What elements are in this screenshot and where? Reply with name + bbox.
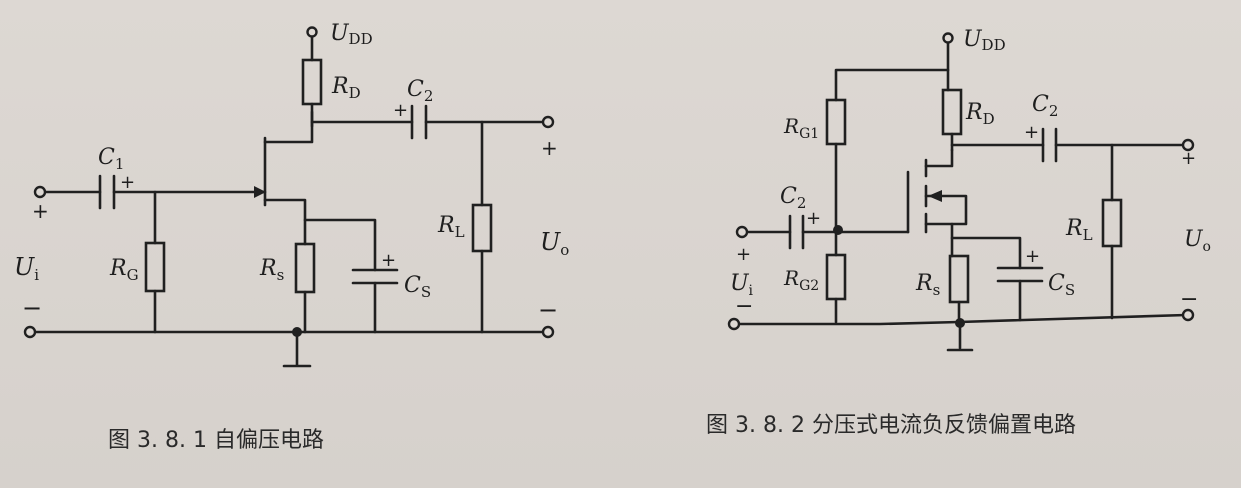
fig2-ground-rail (732, 313, 1188, 326)
fig2-vdd-terminal (942, 32, 954, 44)
fig2-vdd-label: UDD (963, 27, 1006, 54)
fig2-rg1-top-wire (834, 68, 950, 102)
fig1-uo-label: Uo (540, 228, 569, 259)
fig1-rg-resistor (144, 241, 166, 293)
fig2-rl-label: RL (1065, 216, 1093, 244)
fig2-c2-label: C2 (780, 184, 806, 212)
fig2-c2out-plus-sign: + (1024, 122, 1039, 143)
fig1-ui-label: Ui (14, 253, 39, 284)
fig2-rd-resistor (941, 88, 963, 136)
fig1-caption: 图 3. 8. 1 自偏压电路 (108, 428, 324, 453)
fig2-rd-label: RD (965, 100, 995, 128)
fig2-body-lead (924, 194, 968, 226)
fig1-vdd-terminal (306, 26, 318, 38)
fig2-cs-label: CS (1048, 271, 1075, 299)
fig1-output-plus-sign: + (541, 136, 558, 160)
fig1-rl-label: RL (437, 213, 465, 241)
fig1-cs-label: CS (404, 273, 431, 301)
fig1-vdd-label: UDD (330, 21, 373, 48)
fig1-gate-arrow (254, 186, 266, 198)
fig2-input-plus-sign: + (736, 244, 751, 265)
fig2-input-minus-sign: − (735, 294, 753, 319)
fig1-output-minus-terminal (541, 325, 555, 339)
fig1-output-plus-terminal (541, 115, 555, 129)
fig2-divider-bias-circuit: UDD RG1 RG2 RD C2 C2 Rs CS RL Ui Uo + − … (706, 27, 1211, 438)
fig2-rl-resistor (1101, 198, 1123, 248)
fig2-gate-node (833, 225, 843, 235)
fig1-input-minus-sign: − (22, 294, 42, 322)
fig2-cs-plus-sign: + (1025, 246, 1040, 267)
fig1-ground-node (292, 327, 302, 337)
fig2-output-plus-terminal (1181, 138, 1195, 152)
fig2-ui-label: Ui (730, 271, 754, 299)
fig1-rd-resistor (301, 58, 323, 106)
fig1-input-plus-sign: + (32, 199, 49, 223)
fig2-uo-label: Uo (1184, 227, 1211, 255)
fig2-output-minus-sign: − (1180, 287, 1198, 312)
fig1-rd-label: RD (331, 74, 361, 102)
fig1-rg-label: RG (109, 256, 139, 284)
fig1-cs-wire-top (303, 218, 377, 272)
fig2-c2-plus-sign: + (806, 208, 821, 229)
fig2-rs-resistor (948, 254, 970, 304)
fig1-input-minus-terminal (23, 325, 37, 339)
fig1-self-bias-circuit: UDD RD C1 C2 RG Rs CS RL Ui Uo + − + − +… (14, 21, 569, 453)
fig1-rl-resistor (471, 203, 493, 253)
fig2-input-minus-terminal (727, 317, 741, 331)
fig2-output-minus-terminal (1181, 308, 1195, 322)
fig2-caption: 图 3. 8. 2 分压式电流负反馈偏置电路 (706, 413, 1076, 438)
fig1-rs-resistor (294, 242, 316, 294)
fig2-cs-wire-top (950, 236, 1022, 270)
fig1-source-lead (263, 198, 307, 246)
fig1-c2-plus-sign: + (393, 100, 408, 121)
fig1-c1-label: C1 (98, 145, 124, 173)
fig1-c1-plus-sign: + (120, 172, 135, 193)
fig1-cs-plus-sign: + (381, 250, 396, 271)
fig1-output-minus-sign: − (538, 296, 558, 324)
fig2-output-plus-sign: + (1181, 148, 1196, 169)
fig2-rg1-resistor (825, 98, 847, 146)
fig1-c2-label: C2 (407, 77, 433, 105)
fig2-rs-label: Rs (915, 271, 940, 299)
fig2-c2out-label: C2 (1032, 92, 1058, 120)
fig2-rg2-resistor (825, 253, 847, 301)
fig1-drain-lead (263, 110, 314, 144)
fig1-rs-label: Rs (259, 256, 284, 284)
fig2-drain-lead (924, 148, 954, 168)
fig2-body-arrow (928, 190, 942, 202)
fig2-source-lead (924, 222, 954, 258)
fig2-rg2-label: RG2 (783, 266, 819, 294)
fig1-input-plus-terminal (33, 185, 47, 199)
fig2-input-plus-terminal (735, 225, 749, 239)
fig2-rg1-label: RG1 (783, 114, 819, 142)
